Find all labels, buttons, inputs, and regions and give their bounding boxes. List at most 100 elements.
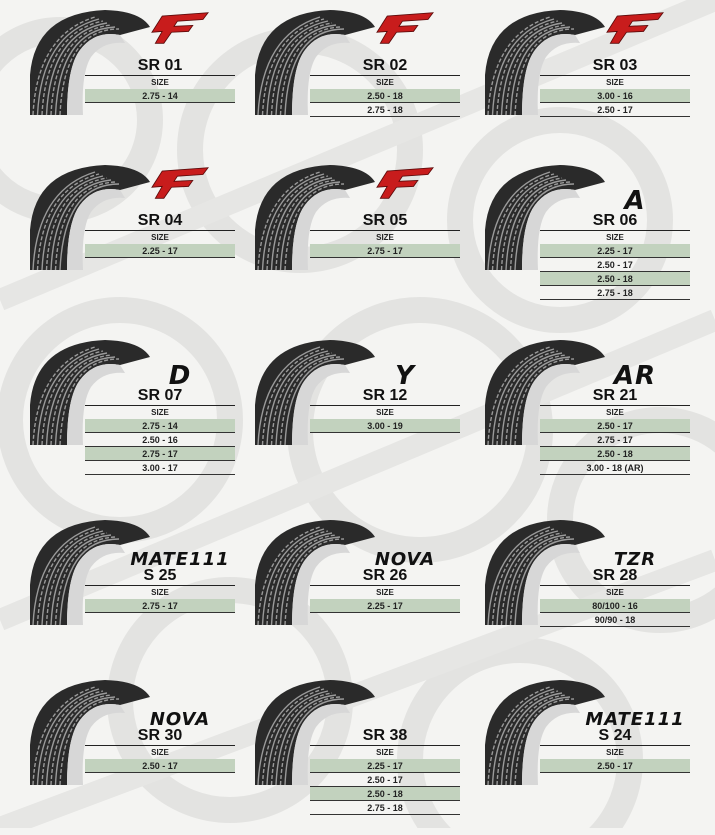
brand-logo: A bbox=[624, 186, 646, 216]
tire-image bbox=[485, 680, 605, 785]
size-table: 2.25 - 17 bbox=[310, 599, 460, 613]
model-code: SR 26 bbox=[310, 567, 460, 586]
size-header: SIZE bbox=[151, 233, 169, 242]
brand-logo: NOVA bbox=[149, 709, 211, 730]
size-header: SIZE bbox=[606, 588, 624, 597]
tire-image bbox=[255, 680, 375, 785]
brand-logo: NOVA bbox=[374, 549, 436, 570]
size-row: 2.50 - 18 bbox=[540, 272, 690, 286]
size-header: SIZE bbox=[606, 78, 624, 87]
size-row: 2.50 - 17 bbox=[310, 773, 460, 787]
model-code: S 25 bbox=[85, 567, 235, 586]
size-header: SIZE bbox=[376, 588, 394, 597]
size-row: 2.50 - 16 bbox=[85, 433, 235, 447]
brand-logo: D bbox=[168, 361, 192, 391]
size-header: SIZE bbox=[606, 233, 624, 242]
size-row: 2.75 - 14 bbox=[85, 419, 235, 433]
size-row: 2.50 - 18 bbox=[310, 787, 460, 801]
size-row: 80/100 - 16 bbox=[540, 599, 690, 613]
size-row: 2.50 - 17 bbox=[85, 759, 235, 773]
size-row: 2.50 - 17 bbox=[540, 759, 690, 773]
tire-image bbox=[485, 165, 605, 270]
tire-entry: SR 01 SIZE 2.75 - 14 bbox=[25, 5, 250, 165]
size-header: SIZE bbox=[376, 748, 394, 757]
size-row: 2.25 - 17 bbox=[85, 244, 235, 258]
size-header: SIZE bbox=[376, 78, 394, 87]
size-header: SIZE bbox=[151, 408, 169, 417]
brand-logo bbox=[120, 166, 240, 204]
size-row: 90/90 - 18 bbox=[540, 613, 690, 627]
size-row: 2.50 - 17 bbox=[540, 419, 690, 433]
size-header: SIZE bbox=[151, 78, 169, 87]
brand-logo: MATE111 bbox=[585, 709, 685, 730]
size-row: 2.75 - 18 bbox=[310, 801, 460, 815]
tire-image bbox=[30, 10, 150, 115]
size-row: 2.75 - 17 bbox=[85, 447, 235, 461]
tire-image bbox=[30, 165, 150, 270]
model-code: SR 04 bbox=[85, 212, 235, 231]
brand-f-logo-icon bbox=[376, 167, 434, 199]
size-header: SIZE bbox=[606, 408, 624, 417]
model-code: SR 01 bbox=[85, 57, 235, 76]
size-table: 2.50 - 17 bbox=[85, 759, 235, 773]
model-code: SR 03 bbox=[540, 57, 690, 76]
brand-logo: AR bbox=[613, 361, 657, 391]
model-code: SR 30 bbox=[85, 727, 235, 746]
brand-f-logo-icon bbox=[151, 167, 209, 199]
model-code: SR 38 bbox=[310, 727, 460, 746]
tire-image bbox=[30, 520, 150, 625]
model-code: S 24 bbox=[540, 727, 690, 746]
size-header: SIZE bbox=[151, 588, 169, 597]
size-table: 2.50 - 17 bbox=[540, 759, 690, 773]
size-row: 2.25 - 17 bbox=[310, 599, 460, 613]
model-code: SR 05 bbox=[310, 212, 460, 231]
size-row: 2.25 - 17 bbox=[310, 759, 460, 773]
size-row: 2.50 - 18 bbox=[540, 447, 690, 461]
size-row: 2.50 - 18 bbox=[310, 89, 460, 103]
brand-logo: Y bbox=[395, 361, 415, 391]
brand-logo: MATE111 bbox=[130, 549, 230, 570]
brand-logo bbox=[575, 11, 695, 49]
size-row: 2.75 - 17 bbox=[310, 244, 460, 258]
size-row: 2.75 - 17 bbox=[540, 433, 690, 447]
model-code: SR 21 bbox=[540, 387, 690, 406]
size-row: 3.00 - 16 bbox=[540, 89, 690, 103]
model-code: SR 28 bbox=[540, 567, 690, 586]
tire-entry: SR 04 SIZE 2.25 - 17 bbox=[25, 160, 250, 320]
size-table: 2.75 - 14 bbox=[85, 89, 235, 103]
model-code: SR 12 bbox=[310, 387, 460, 406]
brand-f-logo-icon bbox=[376, 12, 434, 44]
size-row: 2.50 - 17 bbox=[540, 258, 690, 272]
size-header: SIZE bbox=[376, 233, 394, 242]
size-row: 2.75 - 17 bbox=[85, 599, 235, 613]
size-table: 2.25 - 17 bbox=[85, 244, 235, 258]
tire-entry: SR 05 SIZE 2.75 - 17 bbox=[250, 160, 475, 320]
size-row: 3.00 - 18 (AR) bbox=[540, 461, 690, 475]
tire-image bbox=[255, 520, 375, 625]
size-row: 2.50 - 17 bbox=[540, 103, 690, 117]
size-table: 3.00 - 19 bbox=[310, 419, 460, 433]
size-header: SIZE bbox=[151, 748, 169, 757]
size-row: 3.00 - 19 bbox=[310, 419, 460, 433]
brand-logo: TZR bbox=[613, 549, 657, 570]
tire-image bbox=[485, 340, 605, 445]
brand-f-logo-icon bbox=[606, 12, 664, 44]
model-code: SR 02 bbox=[310, 57, 460, 76]
tire-image bbox=[30, 680, 150, 785]
